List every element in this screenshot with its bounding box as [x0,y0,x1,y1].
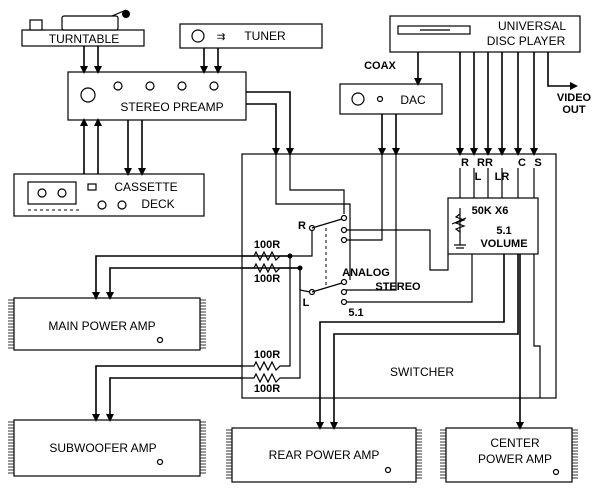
subwoofer-amp: SUBWOOFER AMP [13,419,201,477]
wires [80,46,578,430]
disc-player: UNIVERSAL DISC PLAYER [389,15,581,53]
cassette-deck: CASSETTE DECK [13,173,205,217]
rear-power-amp: REAR POWER AMP [231,427,417,483]
channel-s-label: S [534,157,541,169]
heat-sink-fins [8,299,578,479]
cassette-label-2: DECK [141,197,174,211]
switcher-label: SWITCHER [390,365,454,379]
tuner-label: TUNER [244,29,286,43]
five-one-label: 5.1 [348,307,363,319]
stereo-label: STEREO [375,281,421,293]
center-power-amp: CENTER POWER AMP [445,427,573,483]
center-amp-label-2: POWER AMP [478,452,552,466]
switcher: SWITCHER [241,153,557,399]
svg-text:⇉: ⇉ [217,31,226,43]
coax-label: COAX [364,60,396,72]
channel-lr-label: LR [495,171,510,183]
disc-player-label-2: DISC PLAYER [487,34,566,48]
channel-c-label: C [518,157,526,169]
center-amp-label-1: CENTER [490,436,540,450]
disc-player-label-1: UNIVERSAL [498,19,566,33]
switch-l-label: L [303,297,310,309]
volume-control: 50K X6 5.1 VOLUME [447,197,539,255]
preamp-label: STEREO PREAMP [120,100,223,114]
channel-l-label: L [475,171,482,183]
volume-label-1: 50K X6 [472,205,509,217]
main-power-amp: MAIN POWER AMP [13,297,201,351]
volume-label-3: VOLUME [480,238,527,250]
stereo-preamp: STEREO PREAMP [67,71,247,121]
video-out-label-2: OUT [562,104,586,116]
cassette-label-1: CASSETTE [114,180,177,194]
rear-amp-label: REAR POWER AMP [269,448,380,462]
switch-r-label: R [298,220,306,232]
turntable-label: TURNTABLE [49,32,119,46]
video-out-label-1: VIDEO [557,92,592,104]
resistor-label-1: 100R [254,239,280,251]
resistor-label-2: 100R [254,273,280,285]
turntable: TURNTABLE [21,9,145,47]
subwoofer-amp-label: SUBWOOFER AMP [49,441,156,455]
tuner: ⇉ TUNER [179,23,323,49]
channel-rr-label: RR [477,157,493,169]
dac: DAC [339,83,443,115]
dac-label: DAC [400,93,426,107]
channel-r-label: R [461,157,469,169]
resistor-label-3: 100R [254,349,280,361]
main-amp-label: MAIN POWER AMP [48,319,155,333]
volume-label-2: 5.1 [496,225,511,237]
resistor-label-4: 100R [254,383,280,395]
analog-label: ANALOG [342,267,390,279]
